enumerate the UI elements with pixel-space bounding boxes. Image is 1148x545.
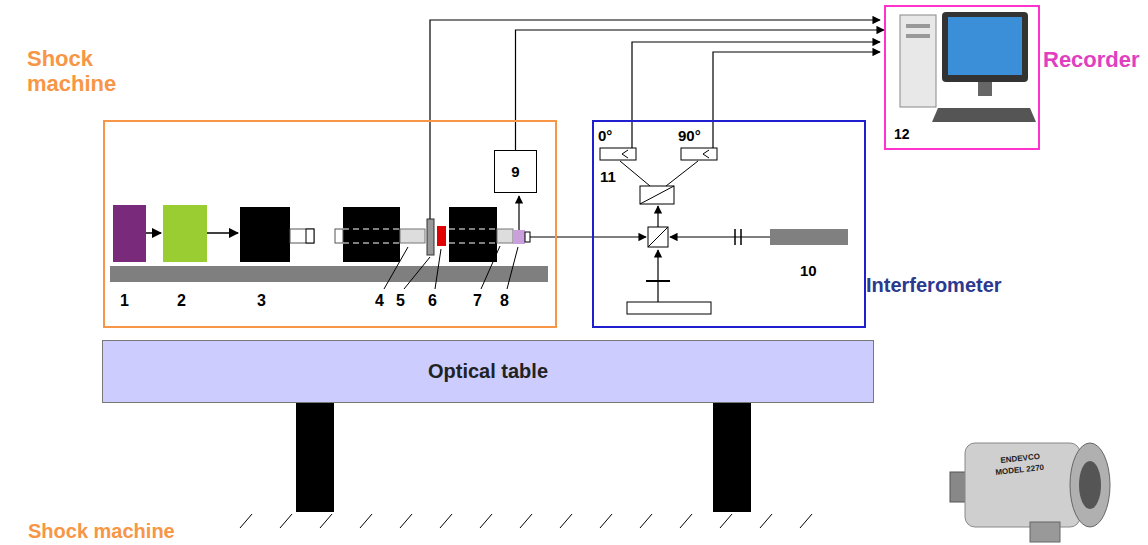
group-heading: Shock machine xyxy=(27,46,135,97)
table-leg xyxy=(713,403,751,512)
callout-number: 6 xyxy=(428,292,437,310)
bar-holder xyxy=(449,207,497,262)
signal-wire xyxy=(516,30,885,150)
controller-box xyxy=(113,205,146,262)
computer-icon xyxy=(900,15,936,107)
group-heading: Recorder xyxy=(1043,47,1140,72)
callout-number: 7 xyxy=(473,292,482,310)
rail xyxy=(110,266,548,282)
polarizing-splitter xyxy=(640,186,674,204)
mirror xyxy=(627,302,711,314)
exciter-block xyxy=(240,207,290,262)
accelerometer xyxy=(513,230,525,244)
callout-number: 12 xyxy=(894,126,910,142)
callout-number: 5 xyxy=(396,292,405,310)
callout-number: 8 xyxy=(500,292,509,310)
angle-label: 0° xyxy=(598,127,612,144)
interferometer-box: Interferometer xyxy=(592,120,866,328)
ground-hatch xyxy=(240,514,812,528)
model-text: MODEL 2270 xyxy=(995,463,1044,477)
amplifier-box xyxy=(163,205,207,262)
table-label: Optical table xyxy=(428,360,548,383)
optical-table: Optical table xyxy=(102,340,874,403)
callout-number: 9 xyxy=(511,163,519,180)
callout-number: 10 xyxy=(800,262,817,279)
beam-splitter xyxy=(648,227,668,247)
angle-label: 90° xyxy=(678,127,701,144)
callout-number: 3 xyxy=(257,292,266,310)
laser xyxy=(770,229,848,245)
callout-number: 2 xyxy=(177,292,186,310)
callout-number: 1 xyxy=(120,292,129,310)
footer-heading: Shock machine xyxy=(28,520,175,543)
photodetector xyxy=(600,148,636,160)
group-heading: Interferometer xyxy=(866,274,1002,297)
pulse-shaper xyxy=(437,226,446,246)
recorder-box: Recorder12 xyxy=(884,5,1040,150)
charge-amplifier-box: 9 xyxy=(494,150,537,193)
photodetector xyxy=(681,148,717,160)
accelerometer-photo xyxy=(950,443,1110,542)
callout-number: 11 xyxy=(600,168,616,185)
plate xyxy=(427,219,434,255)
callout-number: 4 xyxy=(375,292,384,310)
shock-machine-box: Shock machine9 xyxy=(103,120,557,328)
table-leg xyxy=(296,403,334,512)
bar-holder xyxy=(343,207,400,262)
